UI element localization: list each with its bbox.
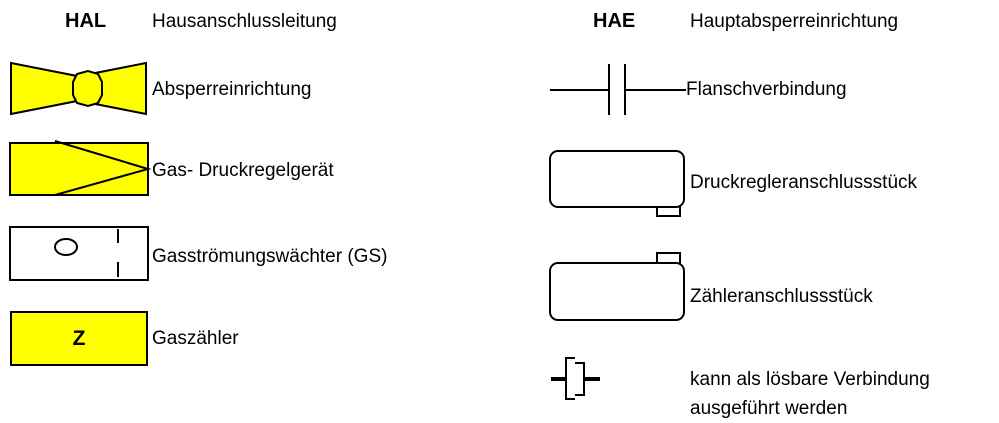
flow-monitor-label: Gasströmungswächter (GS)	[152, 246, 388, 267]
detachable-joint-label-line1: kann als lösbare Verbindung	[690, 369, 930, 390]
gas-meter-icon: Z	[10, 311, 148, 366]
hal-title: Hausanschlussleitung	[152, 11, 337, 32]
hae-abbreviation: HAE	[593, 10, 636, 32]
valve-label: Absperreinrichtung	[152, 79, 312, 100]
hal-abbreviation: HAL	[65, 10, 107, 32]
pressure-regulator-label: Gas- Druckregelgerät	[152, 160, 334, 181]
gas-meter-label: Gaszähler	[152, 328, 239, 349]
regulator-fitting-label: Druckregleranschlussstück	[690, 172, 918, 193]
flange-connection-label: Flanschverbindung	[686, 79, 847, 100]
gas-meter-symbol-text: Z	[72, 326, 86, 350]
hae-title: Hauptabsperreinrichtung	[690, 11, 899, 32]
meter-fitting-label: Zähleranschlussstück	[690, 286, 873, 307]
detachable-joint-label-line2: ausgeführt werden	[690, 398, 848, 419]
